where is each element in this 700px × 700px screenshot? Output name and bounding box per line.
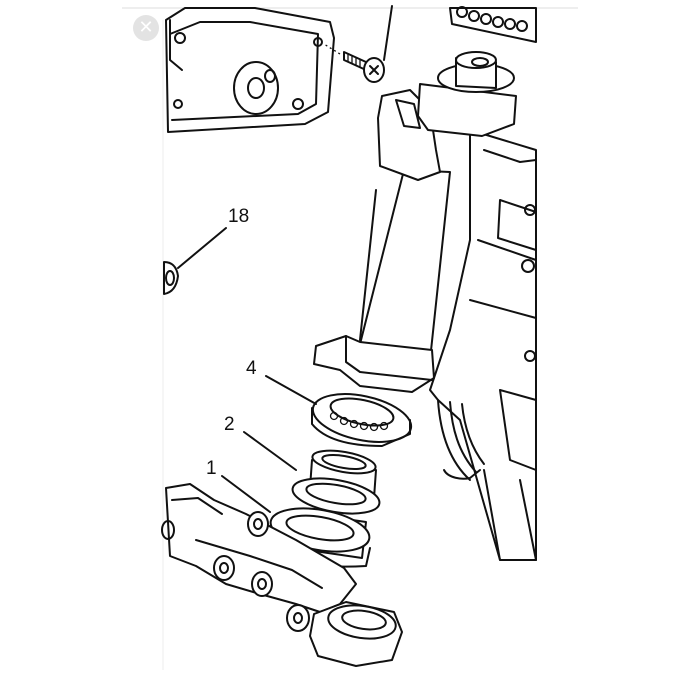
washer-part-18 (163, 261, 179, 295)
upper-ball-race (449, 6, 537, 43)
under-bracket (161, 483, 403, 667)
callout-2: 2 (224, 414, 235, 435)
close-button[interactable]: ✕ (133, 15, 159, 41)
callout-1: 1 (206, 458, 217, 479)
close-icon: ✕ (138, 17, 154, 38)
leader-line-1 (221, 475, 271, 513)
steering-stem-shaft (313, 51, 517, 393)
bolt-part (323, 5, 393, 83)
callout-4: 4 (246, 358, 257, 379)
leader-line-4 (265, 375, 317, 405)
callout-18: 18 (228, 206, 249, 227)
leader-line-18 (177, 227, 227, 269)
callout-leaders (177, 227, 317, 513)
bearing-race-part-4 (311, 393, 413, 447)
top-bracket-plate (165, 7, 335, 133)
leader-line-2 (243, 431, 297, 471)
bearing-race-part-2 (291, 449, 381, 515)
frame-head-pipe (429, 129, 537, 561)
